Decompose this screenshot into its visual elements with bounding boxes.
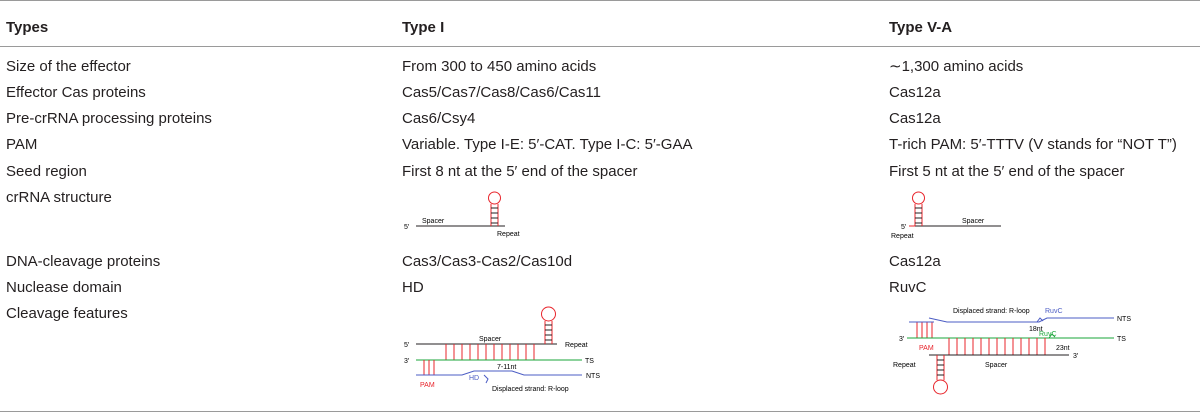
cleavage-va-nts-label: NTS	[1117, 316, 1131, 323]
cleavage-va-pam-label: PAM	[919, 345, 934, 352]
cell-type-i-size: From 300 to 450 amino acids	[402, 58, 597, 75]
cleavage-i-hd-label: HD	[469, 375, 479, 382]
cleavage-va-23nt: 23nt	[1056, 345, 1070, 352]
crrna-type-va-diagram: 5′ Spacer Repeat	[891, 191, 1001, 240]
cell-type-va-dna-cleavage: Cas12a	[889, 253, 941, 270]
crrna-i-spacer-label: Spacer	[422, 218, 445, 225]
cell-type-va-pam: T-rich PAM: 5′-TTTV (V stands for “NOT T…	[889, 136, 1177, 153]
cleavage-i-ts-label: TS	[585, 358, 594, 365]
cleavage-va-ruvc-top: RuvC	[1045, 308, 1063, 315]
cleavage-va-repeat-label: Repeat	[893, 362, 916, 369]
crrna-va-five-prime: 5′	[901, 224, 907, 231]
cleavage-i-five-prime: 5′	[404, 342, 410, 349]
cell-type-va-nuclease: RuvC	[889, 279, 927, 296]
cleavage-i-cut-length: 7-11nt	[497, 364, 516, 371]
crrna-va-spacer-label: Spacer	[962, 218, 985, 225]
table-top-rule	[0, 0, 1200, 1]
header-types: Types	[6, 19, 49, 36]
cell-type-va-seed: First 5 nt at the 5′ end of the spacer	[889, 163, 1125, 180]
cleavage-i-displaced-label: Displaced strand: R-loop	[492, 386, 569, 393]
crrna-i-five-prime: 5′	[404, 224, 410, 231]
cleavage-va-displaced-label: Displaced strand: R-loop	[953, 308, 1030, 315]
cleavage-va-ruvc-mid: RuvC	[1039, 331, 1057, 338]
cleavage-va-spacer-label: Spacer	[985, 362, 1008, 369]
cell-type-i-seed: First 8 nt at the 5′ end of the spacer	[402, 163, 638, 180]
row-label-dna-cleavage: DNA-cleavage proteins	[6, 253, 161, 270]
cell-type-i-pam: Variable. Type I-E: 5′-CAT. Type I-C: 5′…	[402, 136, 693, 153]
cell-type-i-processing: Cas6/Csy4	[402, 110, 476, 127]
row-label-processing: Pre-crRNA processing proteins	[6, 110, 212, 127]
cleavage-va-three-prime-right: 3′	[1073, 353, 1079, 360]
header-type-i: Type I	[402, 19, 445, 36]
cell-type-va-effector: Cas12a	[889, 84, 941, 101]
row-label-cleavage-features: Cleavage features	[6, 305, 128, 322]
cell-type-va-processing: Cas12a	[889, 110, 941, 127]
cell-type-i-effector: Cas5/Cas7/Cas8/Cas6/Cas11	[402, 84, 601, 101]
cell-type-i-dna-cleavage: Cas3/Cas3-Cas2/Cas10d	[402, 253, 573, 270]
cleavage-va-18nt: 18nt	[1029, 326, 1043, 333]
crrna-i-repeat-label: Repeat	[497, 231, 520, 238]
cleavage-type-i-diagram: 5′ 3′ Spacer Repeat TS NTS PAM HD 7-11nt…	[404, 306, 600, 393]
row-label-size: Size of the effector	[6, 58, 131, 75]
row-label-crrna: crRNA structure	[6, 189, 112, 206]
cleavage-i-repeat-label: Repeat	[565, 342, 588, 349]
row-label-nuclease: Nuclease domain	[6, 279, 122, 296]
row-label-seed: Seed region	[6, 163, 87, 180]
header-type-va: Type V-A	[889, 19, 953, 36]
cleavage-i-pam-label: PAM	[420, 382, 435, 389]
row-label-pam: PAM	[6, 136, 38, 153]
cell-type-i-nuclease: HD	[402, 279, 424, 296]
cleavage-i-spacer-label: Spacer	[479, 336, 502, 343]
row-label-effector: Effector Cas proteins	[6, 84, 146, 101]
table-bottom-rule	[0, 411, 1200, 412]
crrna-type-i-diagram: 5′ Spacer Repeat	[404, 191, 520, 238]
cell-type-va-size: ∼1,300 amino acids	[889, 58, 1024, 75]
cleavage-va-ts-label: TS	[1117, 336, 1126, 343]
cleavage-va-three-prime-left: 3′	[899, 336, 905, 343]
crrna-va-repeat-label: Repeat	[891, 233, 914, 240]
table-header-rule	[0, 46, 1200, 47]
cleavage-type-va-diagram: Displaced strand: R-loop RuvC NTS 18nt 3…	[893, 308, 1131, 395]
cleavage-i-nts-label: NTS	[586, 373, 600, 380]
cleavage-i-three-prime: 3′	[404, 358, 410, 365]
